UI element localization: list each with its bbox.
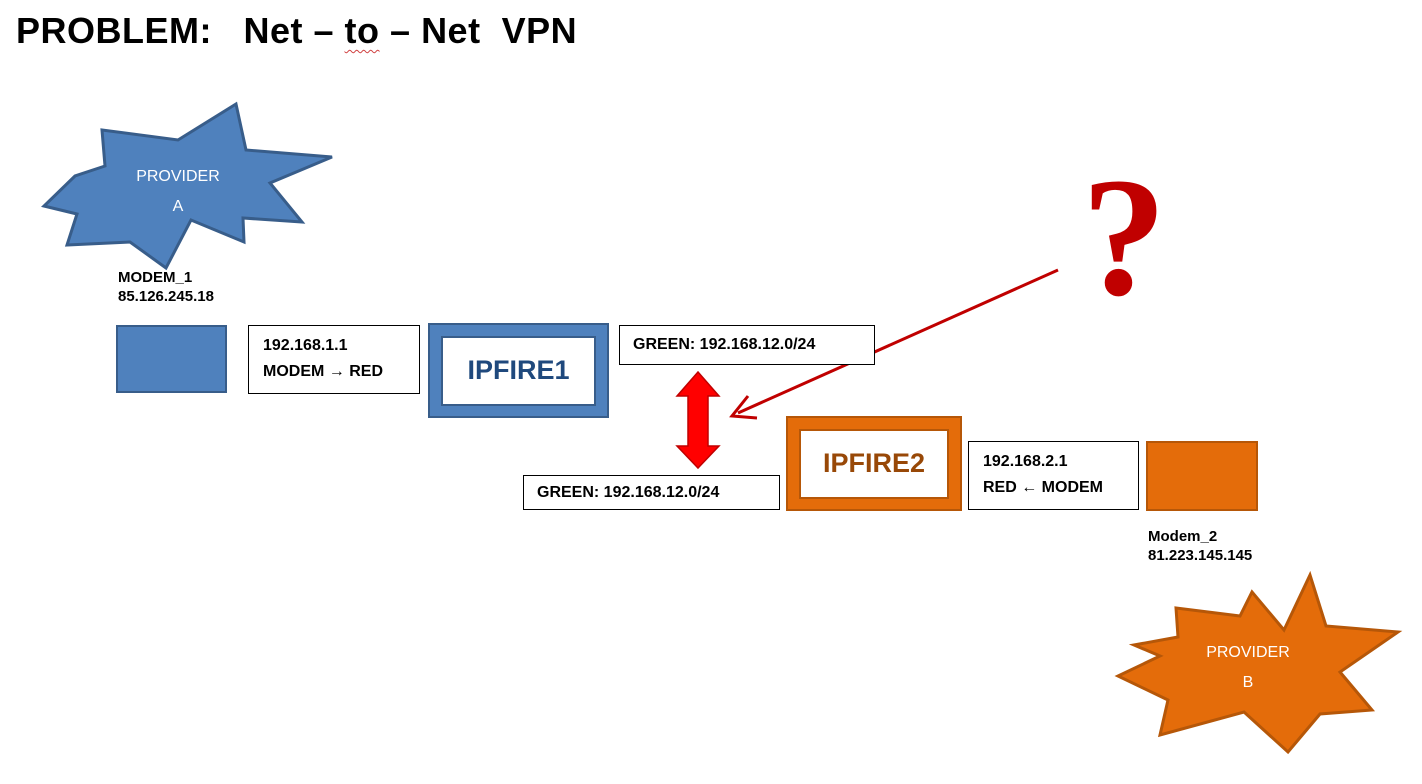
ipfire1-label: IPFIRE1 — [441, 335, 596, 406]
red-box-1-ip: 192.168.1.1 — [263, 337, 348, 354]
ipfire2-label: IPFIRE2 — [799, 428, 949, 499]
question-mark: ? — [1082, 143, 1167, 331]
red-box-2-ip: 192.168.2.1 — [983, 453, 1068, 470]
modem1-label: MODEM_1 85.126.245.18 — [118, 268, 214, 306]
modem2-ip: 81.223.145.145 — [1148, 547, 1253, 564]
provider-b-label: PROVIDER B — [1188, 638, 1308, 698]
double-arrow — [675, 370, 721, 470]
provider-b-line2: B — [1242, 674, 1254, 691]
modem1-ip: 85.126.245.18 — [118, 288, 214, 305]
provider-a-burst — [40, 101, 333, 271]
pointer-arrow-head — [729, 395, 758, 420]
ipfire1-box: IPFIRE1 — [428, 323, 609, 418]
red-interface-box-1: 192.168.1.1 MODEM → RED — [248, 325, 420, 394]
modem1-name: MODEM_1 — [118, 269, 193, 286]
pointer-arrow-line — [737, 268, 1059, 415]
red-box-1-mapping: MODEM → RED — [263, 363, 383, 380]
red-interface-box-2: 192.168.2.1 RED ← MODEM — [968, 441, 1139, 510]
provider-b-line1: PROVIDER — [1206, 644, 1290, 661]
provider-a-line1: PROVIDER — [136, 168, 220, 185]
modem2-name: Modem_2 — [1148, 528, 1218, 545]
provider-a-label: PROVIDER A — [118, 162, 238, 222]
page-title: PROBLEM: Net – to – Net VPN — [16, 10, 578, 51]
provider-b-burst — [1114, 570, 1403, 755]
modem2-box — [1146, 441, 1258, 511]
modem2-label: Modem_2 81.223.145.145 — [1148, 527, 1252, 565]
provider-a-line2: A — [172, 198, 184, 215]
green-box-2-text: GREEN: 192.168.12.0/24 — [537, 484, 720, 501]
green-box-1-text: GREEN: 192.168.12.0/24 — [633, 336, 816, 353]
green-network-box-2: GREEN: 192.168.12.0/24 — [523, 475, 780, 510]
green-network-box-1: GREEN: 192.168.12.0/24 — [619, 325, 875, 365]
red-box-2-mapping: RED ← MODEM — [983, 479, 1103, 496]
modem1-box — [116, 325, 227, 393]
ipfire2-box: IPFIRE2 — [786, 416, 962, 511]
